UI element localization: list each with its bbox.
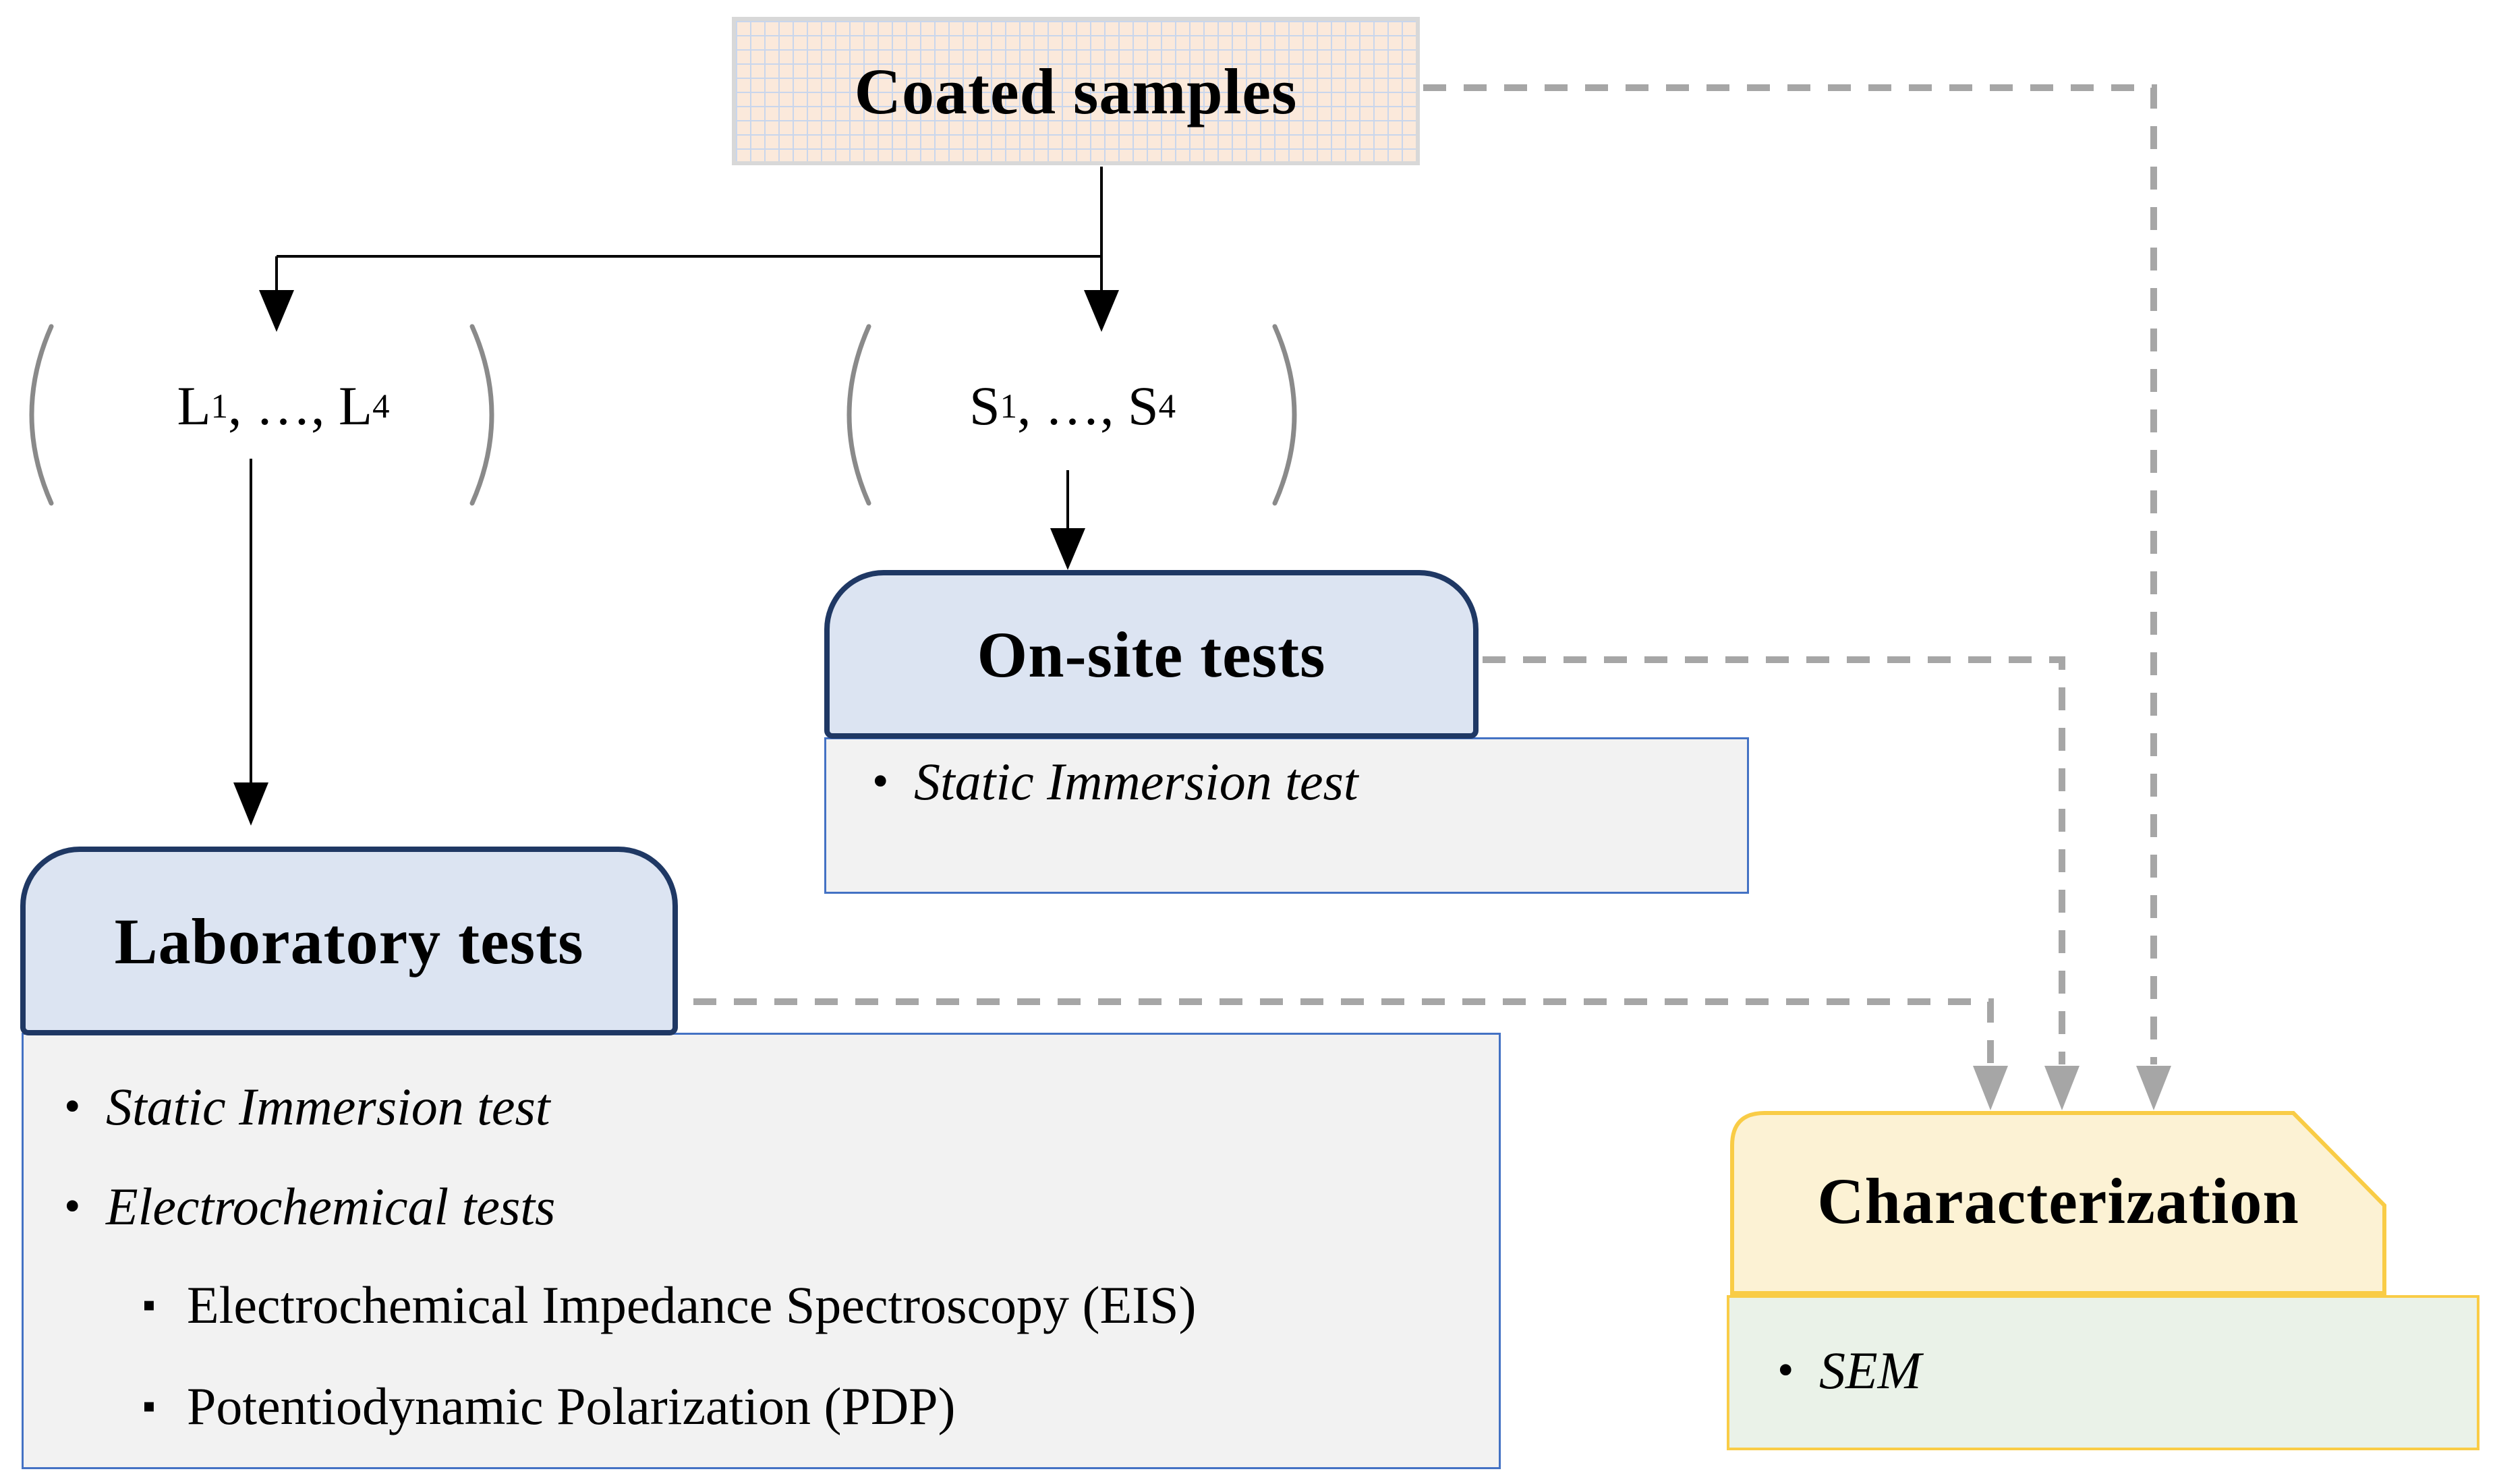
round-bullet-icon: • bbox=[1777, 1344, 1794, 1396]
round-bullet-icon: • bbox=[64, 1081, 81, 1133]
lab-item-static-immersion: Static Immersion test bbox=[106, 1077, 550, 1136]
solid-arrowheads bbox=[233, 290, 1119, 826]
onsite-to-characterization-dashed bbox=[1483, 656, 2065, 1064]
l-sep: , …, bbox=[228, 375, 339, 436]
arrow-down-icon bbox=[233, 782, 268, 826]
sample-group-brackets bbox=[29, 324, 1297, 506]
arrow-down-icon bbox=[1050, 528, 1085, 570]
right-paren-icon bbox=[469, 324, 494, 506]
onsite-tests-box: On-site tests bbox=[824, 570, 1479, 739]
characterization-item-sem: SEM bbox=[1819, 1341, 1922, 1400]
laboratory-tests-title: Laboratory tests bbox=[114, 905, 584, 977]
gray-arrow-down-icon bbox=[1973, 1066, 2008, 1110]
onsite-item-static-immersion: Static Immersion test bbox=[914, 752, 1358, 811]
lab-to-characterization-dashed bbox=[693, 998, 1994, 1064]
list-item: ▪ Potentiodynamic Polarization (PDP) bbox=[142, 1369, 956, 1444]
list-item: ▪ Electrochemical Impedance Spectroscopy… bbox=[142, 1268, 1197, 1342]
round-bullet-icon: • bbox=[872, 755, 889, 807]
round-bullet-icon: • bbox=[64, 1180, 81, 1232]
list-item: • SEM bbox=[1777, 1334, 1922, 1408]
characterization-box: Characterization bbox=[1732, 1113, 2384, 1288]
lab-item-eis: Electrochemical Impedance Spectroscopy (… bbox=[187, 1276, 1197, 1334]
laboratory-tests-box: Laboratory tests bbox=[20, 847, 678, 1035]
characterization-title: Characterization bbox=[1817, 1164, 2299, 1237]
dashed-connectors bbox=[693, 84, 2157, 1064]
arrow-down-icon bbox=[259, 290, 294, 332]
left-paren-icon bbox=[29, 324, 54, 506]
coated-to-characterization-dashed bbox=[1423, 84, 2157, 1064]
list-item: • Electrochemical tests bbox=[64, 1170, 555, 1244]
onsite-tests-title: On-site tests bbox=[977, 618, 1326, 691]
s-sep: , …, bbox=[1017, 375, 1128, 436]
sem-panel-shape bbox=[1727, 1295, 2479, 1450]
s-base2: S bbox=[1128, 375, 1159, 436]
laboratory-tests-panel: • Static Immersion test • Electrochemica… bbox=[22, 1033, 1501, 1469]
left-paren-icon bbox=[847, 324, 871, 506]
gray-arrow-down-icon bbox=[2044, 1066, 2080, 1110]
list-item: • Static Immersion test bbox=[64, 1070, 550, 1144]
onsite-tests-panel: • Static Immersion test bbox=[824, 737, 1749, 894]
l-base2: L bbox=[339, 375, 373, 436]
list-item: • Static Immersion test bbox=[872, 745, 1358, 819]
lab-item-electrochemical-tests: Electrochemical tests bbox=[106, 1177, 556, 1236]
coated-samples-label: Coated samples bbox=[854, 55, 1298, 127]
gray-arrow-down-icon bbox=[2136, 1066, 2171, 1110]
right-paren-icon bbox=[1272, 324, 1297, 506]
s-base: S bbox=[969, 375, 1000, 436]
arrow-down-icon bbox=[1084, 290, 1119, 332]
square-bullet-icon: ▪ bbox=[142, 1386, 156, 1427]
solid-connectors bbox=[250, 167, 1103, 784]
dashed-arrowheads bbox=[1973, 1066, 2171, 1110]
lab-item-pdp: Potentiodynamic Polarization (PDP) bbox=[187, 1377, 956, 1435]
square-bullet-icon: ▪ bbox=[142, 1284, 156, 1326]
coated-samples-box: Coated samples bbox=[732, 17, 1420, 165]
l-base: L bbox=[177, 375, 211, 436]
characterization-box-shape bbox=[1730, 1111, 2386, 1295]
